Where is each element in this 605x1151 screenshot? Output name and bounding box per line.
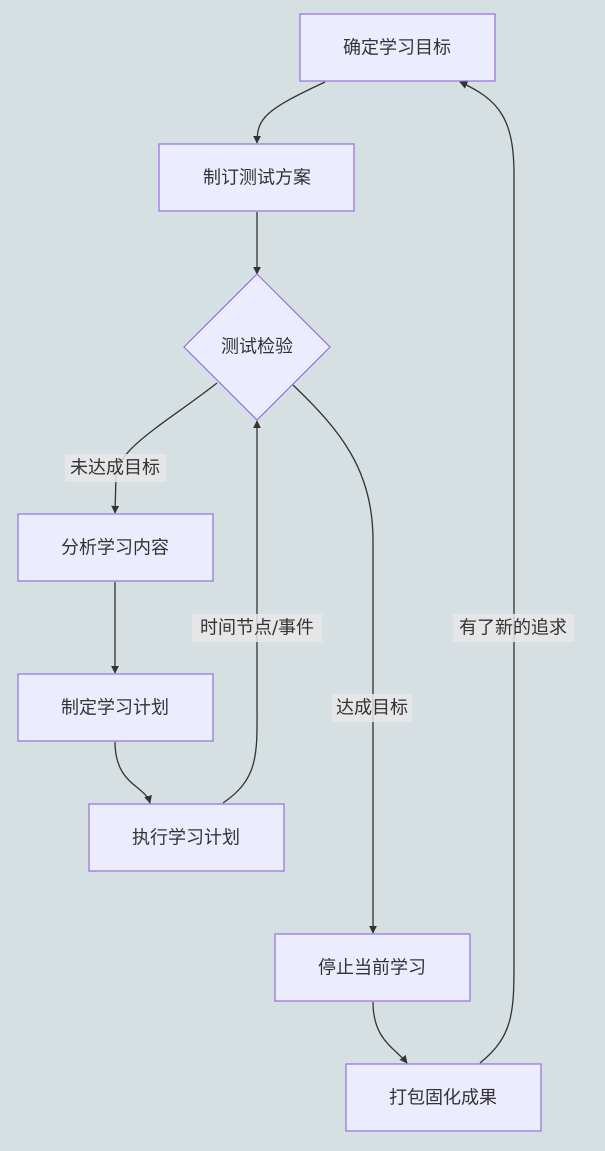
node-make-test-plan-label: 制订测试方案: [203, 168, 311, 189]
node-stop-study-label: 停止当前学习: [318, 958, 426, 979]
node-set-goal-label: 确定学习目标: [343, 38, 451, 59]
node-test-check-label: 测试检验: [221, 337, 293, 358]
edge-check-to-analyze: [111, 382, 218, 514]
edge-label-reached: 达成目标: [332, 694, 412, 722]
edge-stop-to-package: [372, 1001, 408, 1064]
node-analyze-content-label: 分析学习内容: [61, 538, 169, 559]
node-test-check-decision[interactable]: 测试检验: [183, 273, 331, 421]
node-package-results-label: 打包固化成果: [389, 1088, 497, 1109]
edge-label-new-pursuit: 有了新的追求: [453, 614, 574, 642]
node-package-results[interactable]: 打包固化成果: [345, 1063, 542, 1132]
edge-execute-to-check: [222, 420, 261, 804]
edge-label-new-pursuit-text: 有了新的追求: [459, 618, 567, 639]
node-make-test-plan[interactable]: 制订测试方案: [158, 143, 355, 212]
edge-package-to-goal: [459, 81, 515, 1064]
node-make-study-plan-label: 制定学习计划: [61, 698, 169, 719]
edge-plan-to-execute: [114, 741, 152, 804]
edge-label-time-event: 时间节点/事件: [192, 614, 322, 642]
node-execute-plan-label: 执行学习计划: [132, 828, 240, 849]
node-make-study-plan[interactable]: 制定学习计划: [17, 673, 214, 742]
edge-label-not-reached-text: 未达成目标: [70, 458, 160, 479]
edge-label-reached-text: 达成目标: [336, 698, 408, 719]
node-set-goal[interactable]: 确定学习目标: [299, 13, 496, 82]
node-stop-study[interactable]: 停止当前学习: [274, 933, 471, 1002]
node-analyze-content[interactable]: 分析学习内容: [17, 513, 214, 582]
edge-goal-to-testplan: [253, 81, 326, 144]
node-execute-plan[interactable]: 执行学习计划: [88, 803, 285, 872]
edge-check-to-stop: [292, 384, 377, 934]
edge-label-time-event-text: 时间节点/事件: [200, 618, 314, 639]
edge-label-not-reached: 未达成目标: [65, 454, 166, 482]
